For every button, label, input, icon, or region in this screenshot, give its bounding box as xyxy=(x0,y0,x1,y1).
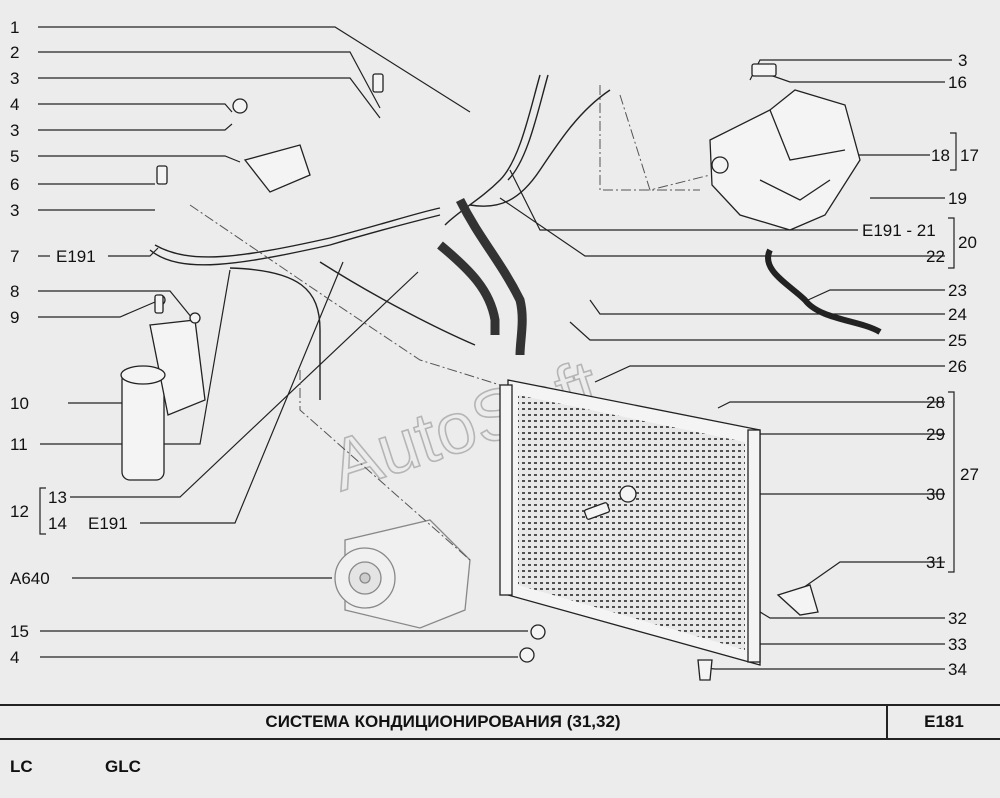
bracket-12 xyxy=(39,487,46,535)
title-bar: СИСТЕМА КОНДИЦИОНИРОВАНИЯ (31,32) E181 xyxy=(0,704,1000,740)
ac-pipes xyxy=(149,74,611,400)
label-14: 14 xyxy=(48,514,67,533)
label-4a: 4 xyxy=(10,95,19,114)
compressor xyxy=(334,519,471,629)
section-code: E181 xyxy=(924,712,964,731)
label-e191-a: E191 xyxy=(56,247,96,266)
drain-hose xyxy=(765,248,882,335)
label-20: 20 xyxy=(958,233,977,252)
label-26: 26 xyxy=(948,357,967,376)
label-31: 31 xyxy=(926,553,945,572)
trim-glc: GLC xyxy=(105,757,141,776)
bolt-32 xyxy=(583,502,611,520)
bracket-17 xyxy=(950,132,957,171)
label-16: 16 xyxy=(948,73,967,92)
label-32: 32 xyxy=(948,609,967,628)
label-12: 12 xyxy=(10,502,29,521)
label-8: 8 xyxy=(10,282,19,301)
page-title: СИСТЕМА КОНДИЦИОНИРОВАНИЯ (31,32) xyxy=(265,712,621,731)
bolt-16 xyxy=(751,63,777,77)
label-7: 7 xyxy=(10,247,19,266)
bolt-6 xyxy=(156,165,168,185)
plug-34 xyxy=(697,659,713,681)
bolt-2 xyxy=(372,73,384,93)
label-23: 23 xyxy=(948,281,967,300)
label-28: 28 xyxy=(926,393,945,412)
label-9: 9 xyxy=(10,308,19,327)
assembly-guides xyxy=(189,85,711,561)
bracket-31 xyxy=(776,584,819,616)
left-leader-lines xyxy=(38,26,528,658)
label-e191-b: E191 xyxy=(88,514,128,533)
bracket-5 xyxy=(243,144,311,193)
left-labels: 1 2 3 4 3 5 6 3 7 E191 8 9 10 11 12 13 1… xyxy=(10,18,128,667)
label-17: 17 xyxy=(960,146,979,165)
bracket-20 xyxy=(948,217,955,269)
label-1: 1 xyxy=(10,18,19,37)
receiver-drier xyxy=(120,294,206,481)
label-11: 11 xyxy=(10,435,28,454)
label-19: 19 xyxy=(948,189,967,208)
label-22: 22 xyxy=(926,247,945,266)
label-3d: 3 xyxy=(958,51,967,70)
label-25: 25 xyxy=(948,331,967,350)
evaporator-box xyxy=(709,89,861,231)
label-34: 34 xyxy=(948,660,967,679)
label-13: 13 xyxy=(48,488,67,507)
label-3a: 3 xyxy=(10,69,19,88)
parts-diagram: AutoSoft xyxy=(10,18,979,681)
trim-lc: LC xyxy=(10,757,33,776)
title-divider xyxy=(886,706,888,738)
washer-33 xyxy=(619,485,637,503)
label-a640: A640 xyxy=(10,569,50,588)
nut-4 xyxy=(232,98,248,114)
label-5: 5 xyxy=(10,147,19,166)
label-6: 6 xyxy=(10,175,19,194)
label-24: 24 xyxy=(948,305,967,324)
bolt-9 xyxy=(154,294,164,314)
label-18: 18 xyxy=(931,146,950,165)
label-29: 29 xyxy=(926,425,945,444)
label-4b: 4 xyxy=(10,648,19,667)
nut-15 xyxy=(530,624,546,640)
bracket-27 xyxy=(948,391,955,573)
label-30: 30 xyxy=(926,485,945,504)
label-10: 10 xyxy=(10,394,29,413)
label-3c: 3 xyxy=(10,201,19,220)
label-33: 33 xyxy=(948,635,967,654)
label-e191-21: E191 - 21 xyxy=(862,221,936,240)
label-3b: 3 xyxy=(10,121,19,140)
right-labels: 3 16 18 17 19 E191 - 21 20 22 23 24 25 2… xyxy=(862,51,979,679)
label-15: 15 xyxy=(10,622,29,641)
nut-4b xyxy=(519,647,535,663)
condenser xyxy=(499,379,761,666)
label-2: 2 xyxy=(10,43,19,62)
label-27: 27 xyxy=(960,465,979,484)
